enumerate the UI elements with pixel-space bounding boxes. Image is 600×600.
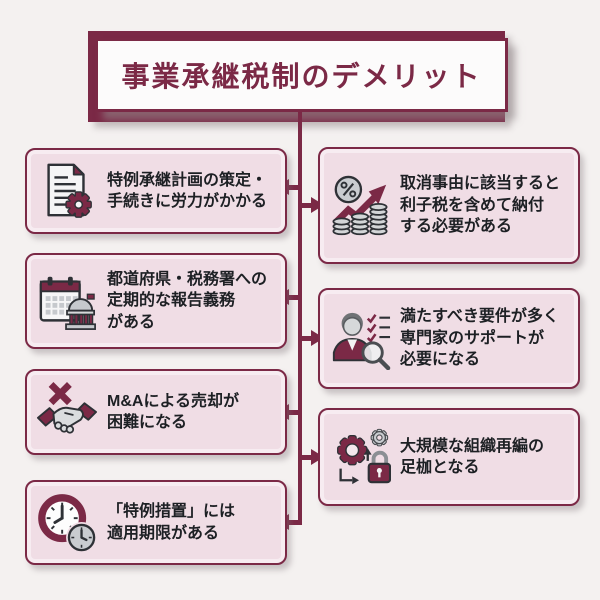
item-box-reporting-duty: 都道府県・税務署への 定期的な報告義務 がある: [25, 253, 287, 349]
item-box-reorganization-lock: 大規模な組織再編の 足枷となる: [318, 408, 580, 506]
title-box: 事業承継税制のデメリット: [95, 38, 508, 112]
item-box-ma-difficulty: M&Aによる売却が 困難になる: [25, 369, 287, 455]
item-text: 「特例措置」には 適用期限がある: [107, 503, 236, 542]
document-gear-icon: [35, 159, 99, 223]
connector-line: [298, 112, 302, 522]
item-text: 満たすべき要件が多く 専門家のサポートが 必要になる: [400, 308, 559, 369]
item-text: 特例承継計画の策定・ 手続きに労力がかかる: [107, 171, 268, 210]
handshake-cross-icon: [35, 380, 99, 444]
gears-lock-icon: [328, 425, 392, 489]
item-box-time-limit: 「特例措置」には 適用期限がある: [25, 480, 287, 565]
page-title: 事業承継税制のデメリット: [121, 61, 482, 92]
item-box-interest-tax: 取消事由に該当すると 利子税を含めて納付 する必要がある: [318, 147, 580, 264]
calendar-building-icon: [35, 269, 99, 333]
item-text: M&Aによる売却が 困難になる: [107, 392, 239, 431]
item-box-expert-support: 満たすべき要件が多く 専門家のサポートが 必要になる: [318, 288, 580, 389]
item-text: 大規模な組織再編の 足枷となる: [400, 437, 545, 476]
clock-deadline-icon: [35, 491, 99, 555]
expert-support-icon: [328, 307, 392, 371]
title-banner: 事業承継税制のデメリット: [88, 31, 508, 122]
item-text: 都道府県・税務署への 定期的な報告義務 がある: [107, 270, 268, 331]
interest-tax-coins-icon: [328, 174, 392, 238]
item-box-planning-effort: 特例承継計画の策定・ 手続きに労力がかかる: [25, 148, 287, 234]
item-text: 取消事由に該当すると 利子税を含めて納付 する必要がある: [400, 175, 561, 236]
